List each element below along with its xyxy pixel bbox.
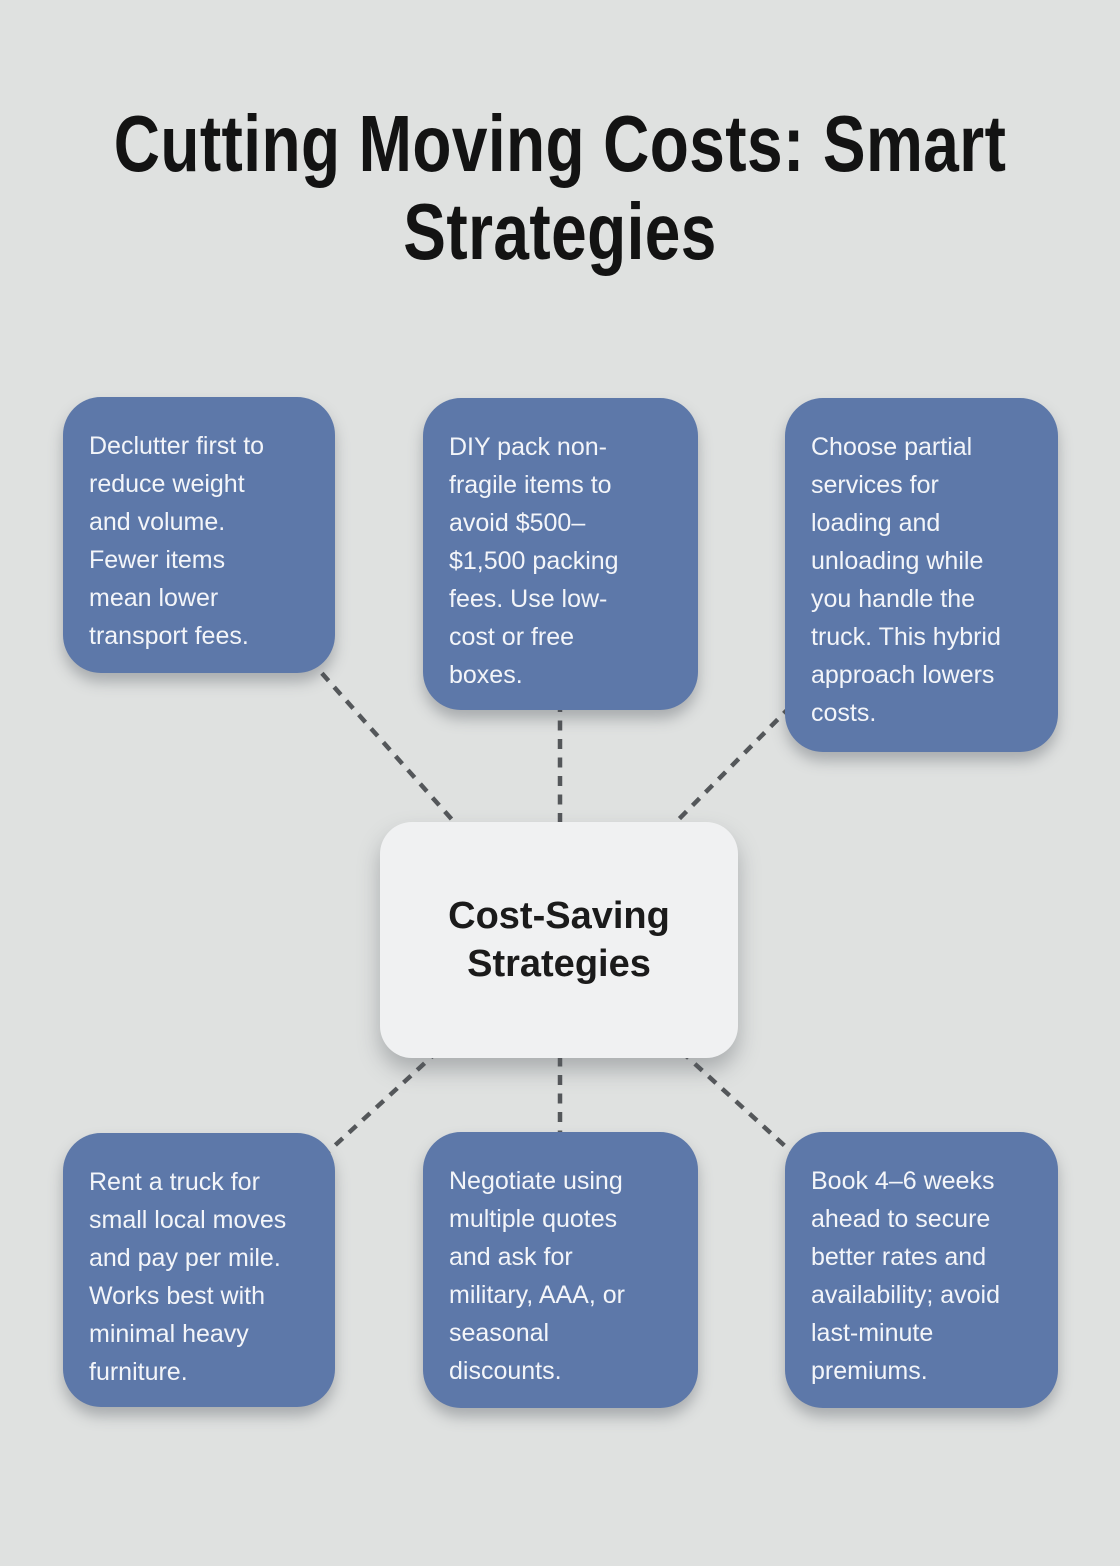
central-topic-card: Cost-Saving Strategies: [380, 822, 738, 1058]
strategy-card-partial-services: Choose partial services for loading and …: [785, 398, 1058, 752]
strategy-card-diy-pack: DIY pack non- fragile items to avoid $50…: [423, 398, 698, 710]
page-title-line1: Cutting Moving Costs: Smart: [113, 99, 1007, 188]
strategy-card-declutter: Declutter first to reduce weight and vol…: [63, 397, 335, 673]
strategy-card-truck-rental: Rent a truck for small local moves and p…: [63, 1133, 335, 1407]
strategy-card-negotiate: Negotiate using multiple quotes and ask …: [423, 1132, 698, 1408]
page-title-line2: Strategies: [403, 187, 717, 276]
strategy-card-book-early: Book 4–6 weeks ahead to secure better ra…: [785, 1132, 1058, 1408]
